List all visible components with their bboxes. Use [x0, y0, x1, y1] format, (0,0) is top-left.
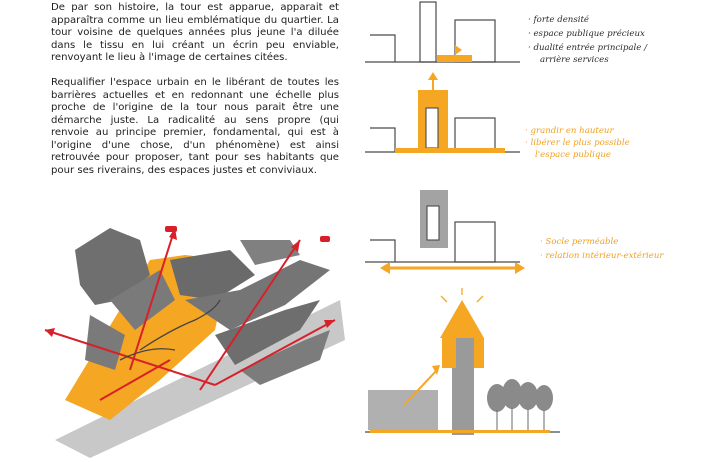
sketch-1-density: · forte densité · espace publique précie… — [365, 1, 648, 65]
sketch-4-perspective — [365, 288, 560, 435]
pedestrian-path — [139, 299, 221, 351]
building-block-8 — [240, 240, 300, 265]
car-icon — [165, 226, 177, 232]
second-paragraph: Requalifier l'espace urbain en le libéra… — [51, 77, 339, 176]
building-block-2 — [110, 270, 175, 330]
trees — [487, 379, 553, 412]
note-espace-pub: l'espace publique — [535, 150, 611, 160]
circulation-arrows — [44, 227, 336, 401]
building-block-1 — [75, 228, 150, 305]
pedestrian-path — [119, 348, 176, 361]
note-espace-publique: · espace publique précieux — [528, 28, 645, 39]
note-socle: · Socle perméable — [540, 236, 618, 247]
tower-top-orange — [440, 300, 484, 338]
description-text: De par son histoire, la tour est apparue… — [51, 2, 339, 190]
sketch-3-base: · Socle perméable · relation intérieur-e… — [365, 190, 664, 274]
public-space-bar — [437, 55, 472, 62]
building-block-6 — [215, 300, 320, 365]
urban-plan-diagram — [44, 226, 345, 458]
note-forte-densite: · forte densité — [528, 14, 589, 25]
note-arriere-services: arrière services — [540, 54, 609, 65]
building-block-3 — [85, 315, 125, 370]
note-dualite: · dualité entrée principale / — [528, 42, 648, 53]
intro-paragraph: De par son histoire, la tour est apparue… — [51, 2, 339, 63]
building-left — [368, 390, 438, 430]
note-relation: · relation intérieur-extérieur — [540, 250, 664, 261]
building-block-5 — [185, 260, 330, 330]
tower-shaft — [452, 335, 474, 435]
sketch-2-height: · grandir en hauteur · libérer le plus p… — [365, 72, 630, 160]
note-liberer: · libérer le plus possible — [525, 137, 630, 148]
car-icon — [320, 236, 330, 242]
building-block-4 — [170, 250, 255, 300]
note-grandir: · grandir en hauteur — [525, 126, 614, 136]
building-block-7 — [240, 330, 330, 385]
